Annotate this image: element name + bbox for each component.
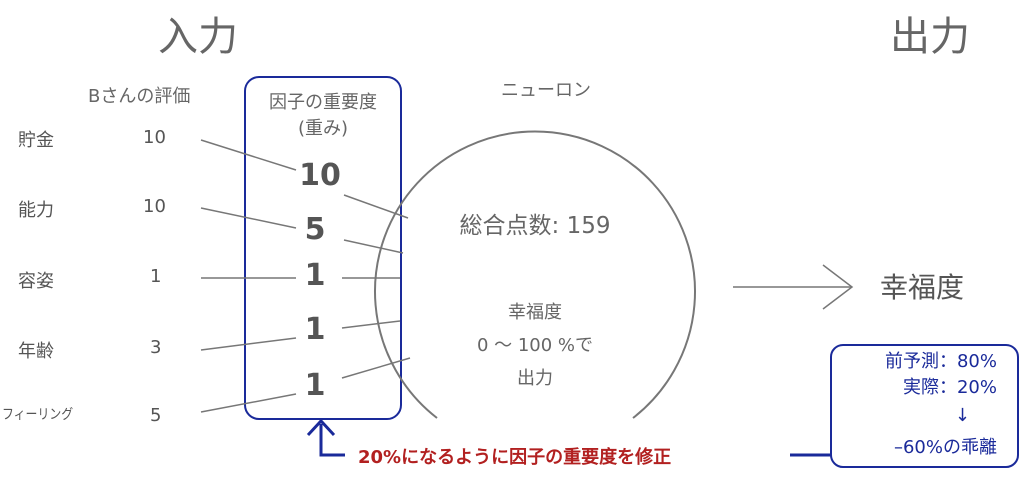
output-label: 幸福度 (880, 271, 965, 304)
factor-label-feeling: フィーリング (2, 407, 74, 423)
prediction-actual: 実際：20% (902, 377, 997, 398)
neuron-desc-line2: 0 ～ 100 %で (476, 335, 594, 356)
weight-age: 1 (304, 312, 326, 347)
output-heading: 出力 (890, 14, 970, 60)
output-arrow (733, 264, 854, 310)
input-line-2 (200, 207, 297, 229)
weight-header-line1: 因子の重要度 (269, 92, 377, 113)
factor-value-savings: 10 (143, 127, 166, 148)
input-line-1 (200, 139, 297, 171)
prediction-box (830, 344, 1019, 468)
weight-savings: 10 (299, 158, 341, 193)
feedback-arrow (306, 418, 831, 457)
neuron-desc-line1: 幸福度 (508, 302, 562, 323)
factor-value-feeling: 5 (150, 405, 162, 426)
weight-line-1 (343, 194, 409, 219)
weight-header-line2: (重み) (297, 118, 349, 139)
weight-line-4 (341, 320, 401, 329)
neuron-circle (374, 130, 696, 419)
correction-text: 20%になるように因子の重要度を修正 (358, 447, 672, 468)
weight-box (244, 76, 402, 420)
factor-label-savings: 貯金 (18, 130, 54, 151)
input-heading: 入力 (158, 14, 238, 60)
factor-value-looks: 1 (150, 266, 162, 287)
weight-feeling: 1 (304, 368, 326, 403)
total-score: 総合点数: 159 (459, 213, 611, 239)
input-line-4 (200, 337, 297, 351)
prediction-down-arrow: ↓ (954, 405, 970, 426)
factor-value-ability: 10 (143, 196, 166, 217)
factor-label-looks: 容姿 (18, 271, 54, 292)
factor-value-age: 3 (150, 337, 162, 358)
prediction-previous: 前予測：80% (884, 351, 997, 372)
weight-line-2 (343, 239, 404, 254)
weight-looks: 1 (304, 258, 326, 293)
neuron-desc-line3: 出力 (517, 368, 553, 389)
neuron-header: ニューロン (501, 80, 591, 101)
factor-label-age: 年齢 (18, 341, 54, 362)
input-line-5 (200, 393, 297, 413)
evaluation-header: Bさんの評価 (88, 86, 191, 107)
weight-ability: 5 (304, 212, 326, 247)
weight-line-5 (341, 357, 411, 379)
prediction-gap: –60%の乖離 (893, 437, 997, 458)
factor-label-ability: 能力 (18, 200, 54, 221)
